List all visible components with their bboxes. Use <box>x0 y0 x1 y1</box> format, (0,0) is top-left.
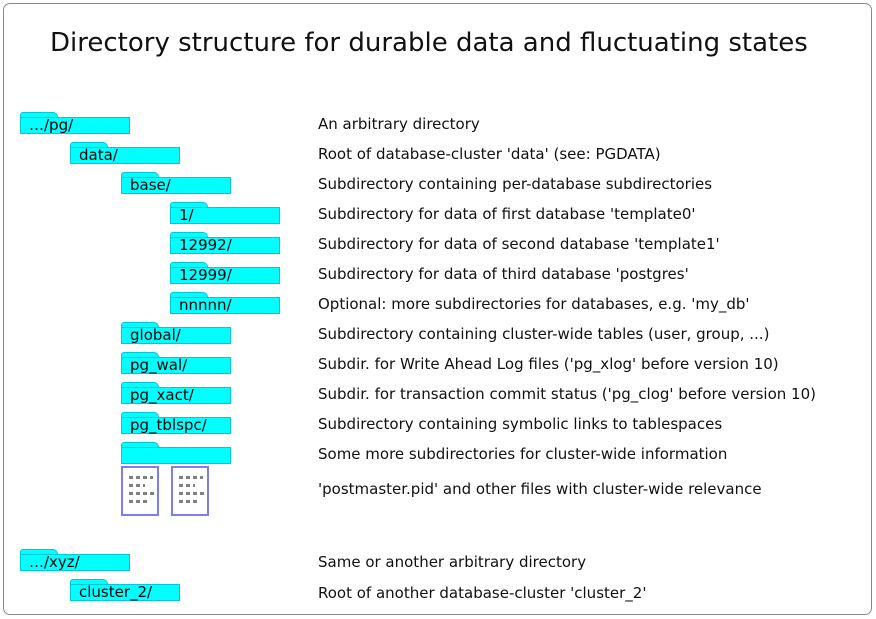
folder-tab-icon <box>121 382 159 388</box>
folder-body-icon <box>170 237 280 254</box>
folder-body-icon <box>121 417 231 434</box>
folder-tab-icon <box>121 442 159 448</box>
folder-tab-icon <box>170 232 208 238</box>
folder-body-icon <box>121 447 231 464</box>
file-icon-text-line <box>179 492 205 495</box>
description-text: Subdirectory for data of third database … <box>318 265 689 283</box>
folder-pg_xact[interactable]: pg_xact/ <box>121 382 231 404</box>
file-icon-text-line <box>179 484 195 487</box>
description-text: 'postmaster.pid' and other files with cl… <box>318 480 762 498</box>
folder-tab-icon <box>70 579 108 585</box>
folder-tab-icon <box>170 262 208 268</box>
folder-label: base/ <box>130 176 171 194</box>
file-icon-text-line <box>179 500 199 503</box>
folder-label: pg_wal/ <box>130 356 188 374</box>
description-text: Subdirectory for data of first database … <box>318 205 696 223</box>
folder-label: 1/ <box>179 206 194 224</box>
description-text: An arbitrary directory <box>318 115 480 133</box>
description-text: Optional: more subdirectories for databa… <box>318 295 750 313</box>
description-text: Subdir. for Write Ahead Log files ('pg_x… <box>318 355 779 373</box>
folder-tab-icon <box>70 142 108 148</box>
folder-pg[interactable]: …/pg/ <box>20 112 130 134</box>
folder-body-icon <box>20 554 130 571</box>
folder-tab-icon <box>20 112 58 118</box>
folder-base[interactable]: base/ <box>121 172 231 194</box>
folder-body-icon <box>70 584 180 601</box>
file-icon-text-line <box>179 476 203 479</box>
page-title: Directory structure for durable data and… <box>50 28 808 58</box>
folder-label: 12992/ <box>179 236 232 254</box>
folder-body-icon <box>170 267 280 284</box>
file-icon-text-line <box>129 492 155 495</box>
file-icon-1[interactable] <box>121 466 159 516</box>
folder-label: …/pg/ <box>29 116 74 134</box>
description-text: Subdirectory containing cluster-wide tab… <box>318 325 770 343</box>
folder-label: pg_xact/ <box>130 386 194 404</box>
description-text: Subdirectory containing symbolic links t… <box>318 415 723 433</box>
folder-tab-icon <box>170 202 208 208</box>
description-text: Same or another arbitrary directory <box>318 553 587 571</box>
folder-data[interactable]: data/ <box>70 142 180 164</box>
folder-unnamed[interactable] <box>121 442 231 464</box>
folder-body-icon <box>121 357 231 374</box>
folder-label: …/xyz/ <box>29 553 80 571</box>
folder-12999[interactable]: 12999/ <box>170 262 280 284</box>
folder-pg_wal[interactable]: pg_wal/ <box>121 352 231 374</box>
folder-body-icon <box>20 117 130 134</box>
folder-label: cluster_2/ <box>79 583 153 601</box>
folder-cluster_2[interactable]: cluster_2/ <box>70 579 180 601</box>
folder-tab-icon <box>121 172 159 178</box>
folder-1[interactable]: 1/ <box>170 202 280 224</box>
folder-body-icon <box>121 177 231 194</box>
folder-body-icon <box>121 387 231 404</box>
description-text: Some more subdirectories for cluster-wid… <box>318 445 728 463</box>
folder-tab-icon <box>20 549 58 555</box>
folder-tab-icon <box>121 322 159 328</box>
file-icon-text-line <box>129 500 149 503</box>
file-icon-text-line <box>129 484 145 487</box>
folder-body-icon <box>121 327 231 344</box>
folder-tab-icon <box>121 352 159 358</box>
folder-tab-icon <box>121 412 159 418</box>
folder-tab-icon <box>170 292 208 298</box>
file-icon-2[interactable] <box>171 466 209 516</box>
folder-body-icon <box>70 147 180 164</box>
folder-12992[interactable]: 12992/ <box>170 232 280 254</box>
description-text: Subdir. for transaction commit status ('… <box>318 385 816 403</box>
folder-body-icon <box>170 207 280 224</box>
description-text: Root of another database-cluster 'cluste… <box>318 584 647 602</box>
folder-label: data/ <box>79 146 118 164</box>
description-text: Subdirectory for data of second database… <box>318 235 720 253</box>
folder-label: pg_tblspc/ <box>130 416 207 434</box>
folder-pg_tblspc[interactable]: pg_tblspc/ <box>121 412 231 434</box>
folder-label: global/ <box>130 326 181 344</box>
folder-label: nnnnn/ <box>179 296 232 314</box>
folder-label: 12999/ <box>179 266 232 284</box>
folder-nnnnn[interactable]: nnnnn/ <box>170 292 280 314</box>
folder-global[interactable]: global/ <box>121 322 231 344</box>
description-text: Subdirectory containing per-database sub… <box>318 175 713 193</box>
file-icon-text-line <box>129 476 153 479</box>
folder-body-icon <box>170 297 280 314</box>
description-text: Root of database-cluster 'data' (see: PG… <box>318 145 661 163</box>
folder-xyz[interactable]: …/xyz/ <box>20 549 130 571</box>
